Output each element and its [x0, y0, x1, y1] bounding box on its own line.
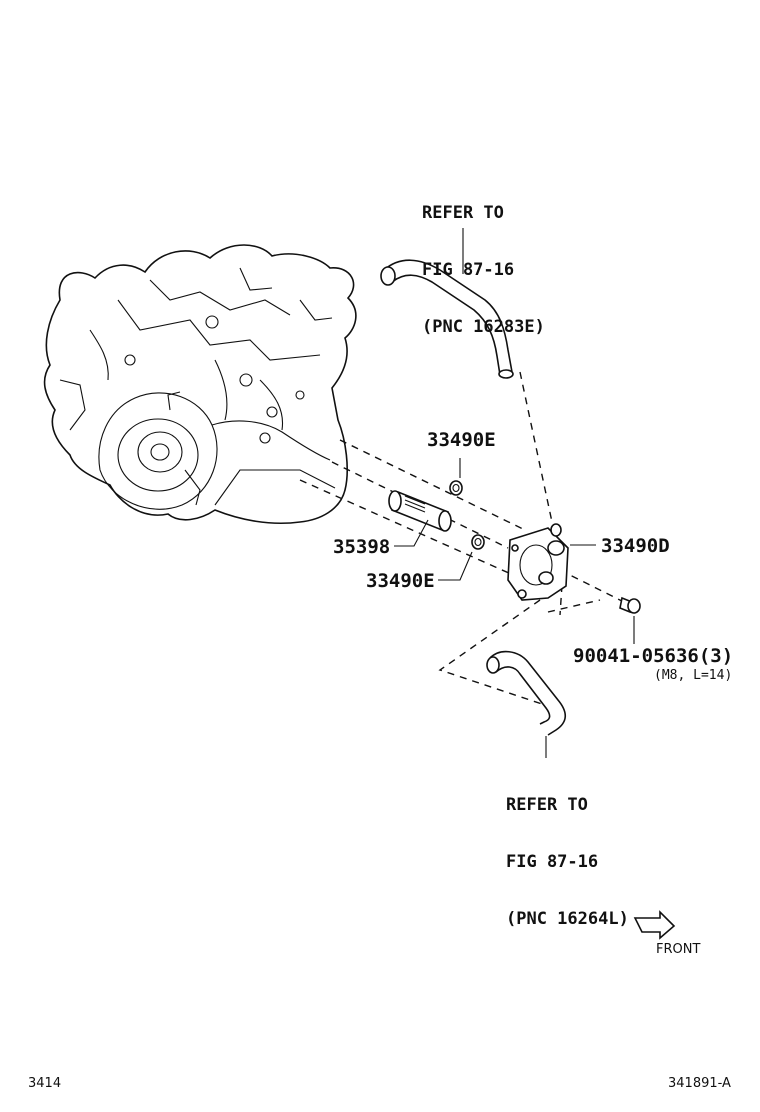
- bolt-spec: (M8, L=14): [654, 668, 733, 683]
- callout-bolt: 90041-05636(3): [573, 645, 734, 667]
- ref-bottom-line-3: (PNC 16264L): [506, 909, 629, 929]
- ref-top-line-3: (PNC 16283E): [422, 317, 545, 337]
- pipe-part-35398: [388, 490, 452, 532]
- bolt-part-90041-05636: [619, 596, 641, 614]
- callout-33490D: 33490D: [601, 535, 670, 557]
- transmission-assembly: [43, 244, 357, 525]
- ref-bottom-line-1: REFER TO: [506, 795, 588, 815]
- callout-refer-top: REFER TO FIG 87-16 (PNC 16283E): [422, 166, 545, 375]
- cooler-part-33490D: [507, 523, 569, 601]
- callout-35398: 35398: [333, 536, 391, 558]
- page-code: 3414: [28, 1076, 62, 1091]
- callout-33490E-upper: 33490E: [427, 429, 496, 451]
- callout-33490E-lower: 33490E: [366, 570, 435, 592]
- figure-code: 341891-A: [668, 1076, 731, 1091]
- callout-leader-lines: [394, 228, 635, 758]
- upper-hose: [380, 259, 514, 379]
- o-ring-33490E-lower: [471, 534, 485, 550]
- o-ring-33490E-upper: [449, 480, 463, 496]
- ref-top-line-1: REFER TO: [422, 203, 504, 223]
- ref-top-line-2: FIG 87-16: [422, 260, 515, 280]
- front-arrow-icon: [633, 910, 676, 940]
- callout-refer-bottom: REFER TO FIG 87-16 (PNC 16264L): [506, 758, 629, 967]
- ref-bottom-line-2: FIG 87-16: [506, 852, 599, 872]
- front-label: FRONT: [656, 942, 701, 957]
- lower-hose: [486, 650, 567, 736]
